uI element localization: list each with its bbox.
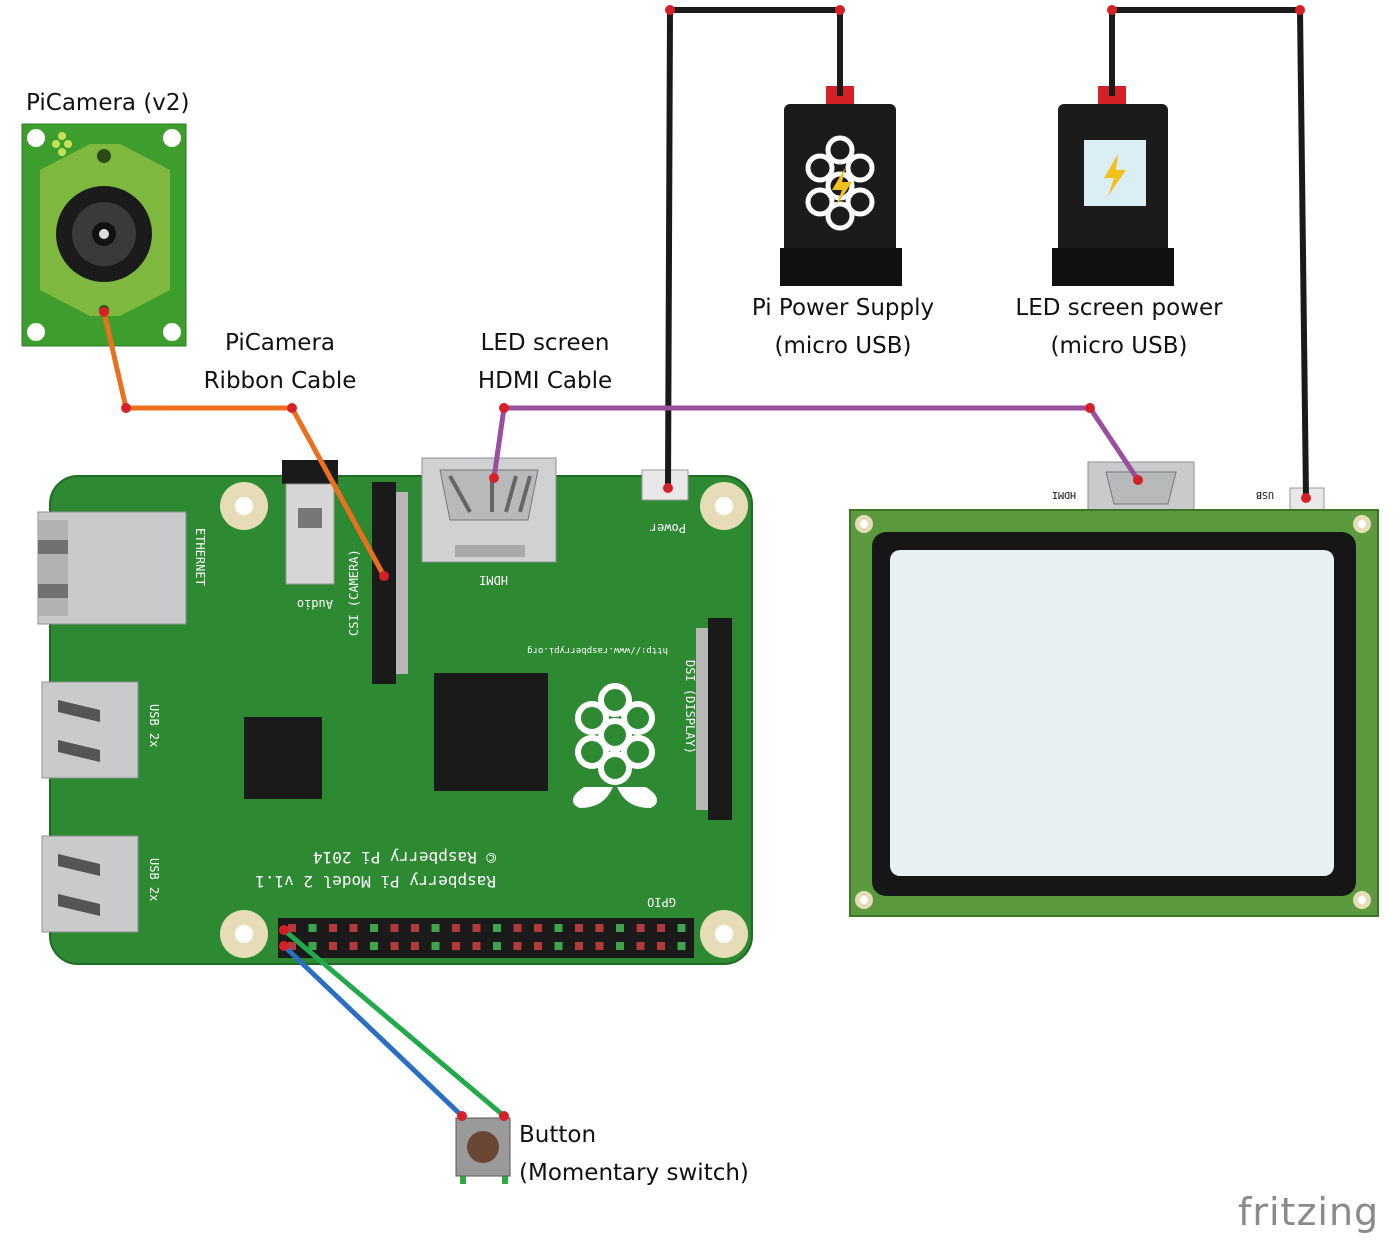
gpio-pin	[677, 942, 686, 950]
gpio-pin	[390, 924, 399, 932]
url-label: http://www.raspberrypi.org	[527, 645, 668, 655]
gpio-pin	[370, 924, 378, 932]
gpio-pin	[513, 942, 522, 950]
ribbon-cable-label: PiCamera Ribbon Cable	[203, 330, 357, 394]
gpio-pin	[288, 924, 296, 932]
lightning-icon	[832, 168, 852, 206]
gpio-header	[278, 918, 694, 958]
gpio-pin	[677, 924, 686, 932]
gpio-pin	[616, 924, 624, 932]
dsi-connector	[696, 618, 732, 820]
ethernet-port	[37, 511, 187, 625]
hdmi-wire	[491, 405, 1141, 482]
button-wire-green	[282, 928, 506, 1118]
power-wire	[665, 7, 843, 489]
pi-power-supply	[780, 86, 902, 286]
gpio-pin	[288, 942, 296, 950]
button-label: Button (Momentary switch)	[519, 1122, 749, 1186]
led-power-supply	[1052, 86, 1174, 286]
gpio-pin	[329, 942, 337, 950]
gpio-pin	[636, 924, 645, 932]
gpio-pin	[636, 942, 645, 950]
audio-label: Audio	[297, 597, 333, 611]
momentary-button	[455, 1117, 511, 1184]
raspberry-logo	[805, 135, 875, 231]
led-screen: HDMI USB	[849, 461, 1379, 917]
power-wire	[1109, 7, 1309, 499]
pi-power-supply-label: Pi Power Supply (micro USB)	[751, 295, 935, 359]
gpio-pin	[452, 942, 460, 950]
gpio-pin	[575, 942, 583, 950]
chip-large	[434, 673, 548, 791]
raspberry-pi-board: ETHERNET USB 2x USB 2x Audio CSI (CAMERA…	[37, 457, 753, 965]
gpio-pin	[308, 924, 317, 932]
dsi-label: DSI (DISPLAY)	[683, 660, 697, 754]
csi-connector	[372, 482, 408, 684]
gpio-pin	[595, 942, 604, 950]
gpio-pin	[554, 924, 563, 932]
gpio-pin	[657, 942, 665, 950]
gpio-pin	[595, 924, 604, 932]
csi-label: CSI (CAMERA)	[347, 549, 361, 636]
model-label: Raspberry Pi Model 2 v1.1	[255, 872, 496, 891]
button-wire-blue	[282, 944, 464, 1118]
gpio-pin	[534, 942, 542, 950]
gpio-pin	[575, 924, 583, 932]
gpio-pin	[472, 924, 481, 932]
led-screen-power-label: LED screen power (micro USB)	[1015, 295, 1223, 359]
gpio-pin	[349, 942, 358, 950]
screen-usb-label: USB	[1256, 489, 1274, 500]
chip-small	[244, 717, 322, 799]
usb-port	[41, 681, 139, 779]
gpio-pin	[493, 924, 501, 932]
fritzing-watermark: fritzing	[1238, 1190, 1380, 1234]
gpio-pin	[411, 924, 419, 932]
gpio-pin	[472, 942, 481, 950]
picamera-label: PiCamera (v2)	[26, 90, 190, 116]
gpio-pin	[431, 924, 440, 932]
ethernet-label: ETHERNET	[193, 528, 207, 586]
copyright-label: © Raspberry Pi 2014	[313, 848, 496, 867]
hdmi-label: HDMI	[479, 573, 508, 587]
gpio-pin	[308, 942, 317, 950]
gpio-pin	[349, 924, 358, 932]
gpio-pin	[452, 924, 460, 932]
ribbon-wire	[101, 311, 387, 578]
mounting-hole	[700, 910, 748, 958]
screen-hdmi-label: HDMI	[1052, 489, 1076, 500]
mounting-hole	[700, 482, 748, 530]
gpio-pin	[493, 942, 501, 950]
lightning-icon	[1104, 154, 1126, 196]
usb-label: USB 2x	[147, 858, 161, 901]
power-label: Power	[650, 521, 686, 535]
hdmi-port	[421, 457, 557, 563]
gpio-pin	[534, 924, 542, 932]
gpio-label: GPIO	[647, 895, 676, 909]
gpio-pin	[390, 942, 399, 950]
raspberry-logo	[573, 683, 657, 809]
gpio-pin	[513, 924, 522, 932]
gpio-pin	[431, 942, 440, 950]
usb-port	[41, 835, 139, 933]
usb-label: USB 2x	[147, 704, 161, 747]
gpio-pin	[411, 942, 419, 950]
gpio-pin	[554, 942, 563, 950]
gpio-pin	[370, 942, 378, 950]
gpio-pin	[329, 924, 337, 932]
gpio-pin	[616, 942, 624, 950]
picamera-module	[21, 123, 187, 347]
mounting-hole	[220, 910, 268, 958]
hdmi-cable-label: LED screen HDMI Cable	[477, 330, 613, 394]
mounting-hole	[220, 482, 268, 530]
wire-joints	[99, 5, 1311, 1121]
raspberry-logo-small	[52, 132, 72, 156]
gpio-pin	[657, 924, 665, 932]
